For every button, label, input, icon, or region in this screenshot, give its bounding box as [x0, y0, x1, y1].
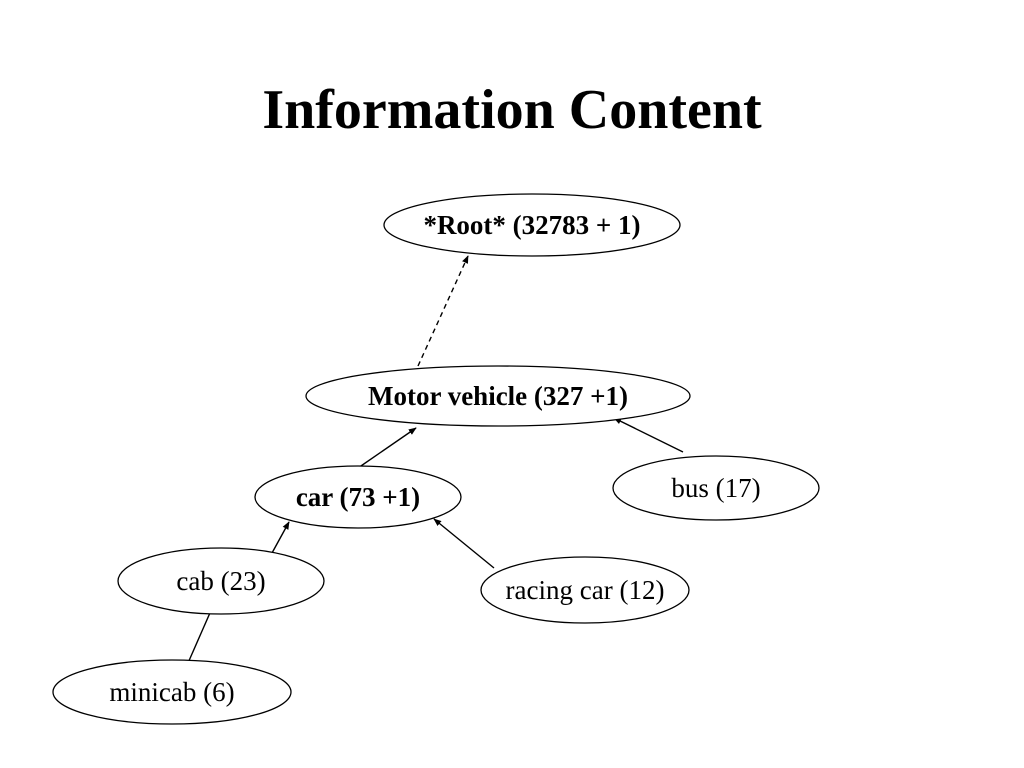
nodes-layer: *Root* (32783 + 1) Motor vehicle (327 +1)… — [52, 193, 820, 725]
node-cab-label: cab (23) — [176, 566, 265, 596]
node-car-ellipse — [254, 465, 462, 529]
node-racing-car-label: racing car (12) — [506, 575, 665, 605]
edge-bus-to-motor-vehicle — [613, 417, 684, 453]
node-motor-vehicle-label: Motor vehicle (327 +1) — [368, 381, 628, 411]
node-bus: bus (17) — [612, 455, 820, 521]
node-car-label: car (73 +1) — [296, 482, 420, 512]
edge-minicab-to-cab — [187, 605, 214, 664]
edge-racing-car-to-car — [433, 518, 495, 569]
edge-motor-vehicle-to-root — [417, 255, 469, 367]
node-cab-ellipse — [117, 547, 325, 615]
node-cab: cab (23) — [117, 547, 325, 615]
slide-title: Information Content — [262, 79, 762, 141]
edge-cab-to-car — [271, 521, 290, 554]
node-motor-vehicle-ellipse — [305, 365, 691, 427]
node-racing-car: racing car (12) — [480, 556, 690, 624]
node-motor-vehicle: Motor vehicle (327 +1) — [305, 365, 691, 427]
node-root: *Root* (32783 + 1) — [383, 193, 681, 257]
node-minicab-label: minicab (6) — [109, 677, 234, 707]
node-minicab-ellipse — [52, 659, 292, 725]
edges-layer — [187, 255, 684, 664]
node-bus-label: bus (17) — [671, 473, 760, 503]
node-root-ellipse — [383, 193, 681, 257]
node-root-label: *Root* (32783 + 1) — [423, 210, 640, 240]
node-bus-ellipse — [612, 455, 820, 521]
node-minicab: minicab (6) — [52, 659, 292, 725]
edge-car-to-motor-vehicle — [357, 427, 417, 469]
node-car: car (73 +1) — [254, 465, 462, 529]
node-racing-car-ellipse — [480, 556, 690, 624]
